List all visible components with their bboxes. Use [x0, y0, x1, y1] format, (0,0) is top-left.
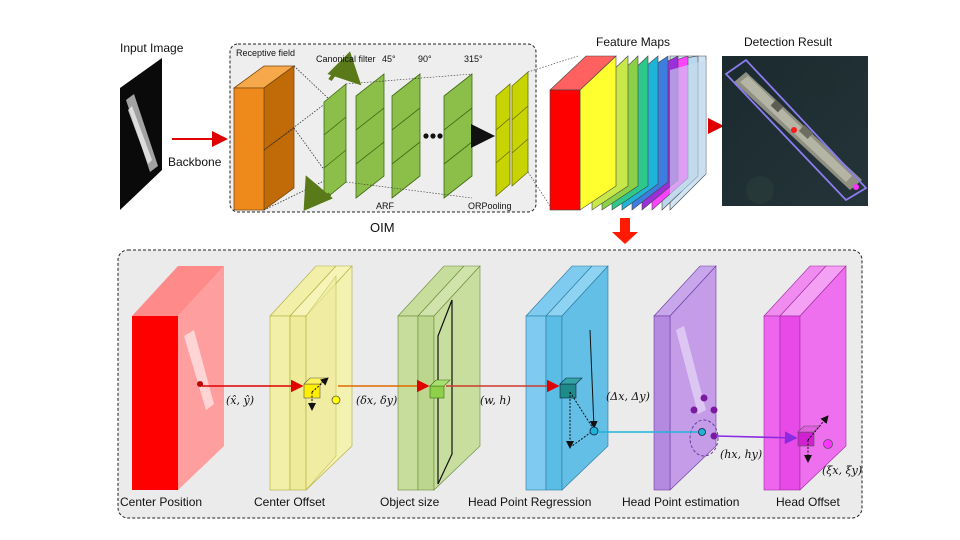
down-arrow — [612, 218, 638, 244]
rotate-arrow-top — [327, 51, 362, 86]
angle-315-label: 315° — [464, 54, 483, 64]
wh-label: (w, h) — [480, 394, 511, 407]
h-label: (hx, hy) — [720, 448, 762, 461]
stage-label-center-position: Center Position — [120, 495, 202, 509]
head-offset-map — [763, 265, 847, 491]
arf-label: ARF — [376, 201, 395, 211]
canonical-filter-label: Canonical filter — [316, 54, 376, 64]
big-delta-label: (Δx, Δy) — [606, 390, 650, 403]
xi-label: (ξx, ξy) — [822, 464, 862, 477]
input-image — [120, 58, 162, 210]
arf-filter-0 — [323, 83, 347, 201]
stage-connectors — [202, 379, 798, 445]
head-panel — [117, 249, 863, 519]
rotate-arrow-bottom — [303, 175, 334, 212]
stage-label-head-point-estimation: Head Point estimation — [622, 495, 739, 509]
arf-filters — [323, 73, 473, 201]
orpooling-label: ORPooling — [468, 201, 512, 211]
receptive-field-cube — [232, 65, 296, 211]
head-point-estimation-map — [653, 265, 719, 491]
stage-label-object-size: Object size — [380, 495, 440, 509]
object-size-map — [397, 265, 481, 491]
stage-label-head-point-regression: Head Point Regression — [468, 495, 591, 509]
stage-label-center-offset: Center Offset — [254, 495, 326, 509]
delta-label: (δx, δy) — [356, 394, 397, 407]
arf-guides — [345, 73, 473, 199]
detection-result-label: Detection Result — [744, 35, 833, 49]
orpooling-guides — [527, 55, 579, 207]
oim-label: OIM — [370, 220, 395, 235]
angle-90-label: 90° — [418, 54, 432, 64]
center-position-map — [132, 266, 224, 490]
stage-label-head-offset: Head Offset — [776, 495, 840, 509]
receptive-field-label: Receptive field — [236, 48, 295, 58]
center-offset-map — [269, 265, 353, 491]
feature-maps-label: Feature Maps — [596, 35, 670, 49]
arf-filter-315 — [443, 73, 473, 199]
arf-filter-45 — [355, 73, 385, 199]
input-image-label: Input Image — [120, 41, 184, 55]
angle-45-label: 45° — [382, 54, 396, 64]
head-point-regression-map — [525, 265, 609, 491]
ellipsis-dots — [423, 133, 443, 139]
feature-maps-stack — [549, 55, 707, 211]
detection-image — [722, 56, 868, 206]
orpooling-filters — [495, 71, 529, 197]
backbone-label: Backbone — [168, 155, 222, 169]
center-hat-label: (x̂, ŷ) — [226, 394, 254, 407]
arf-filter-90 — [391, 73, 421, 199]
